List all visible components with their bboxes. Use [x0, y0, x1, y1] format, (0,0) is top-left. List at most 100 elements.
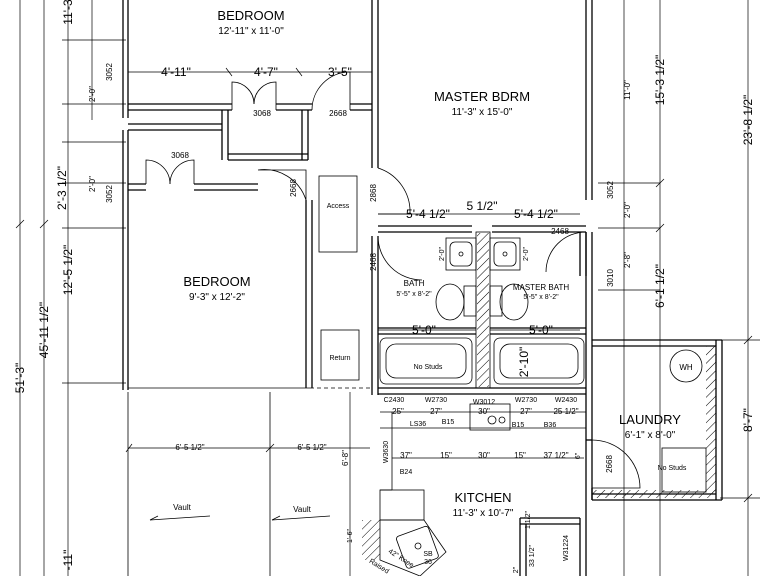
raised-label: Raised	[368, 558, 390, 576]
laundry-sink	[661, 447, 707, 493]
cab-c2430: C2430	[384, 397, 405, 404]
tub-dim-1: 5'-0"	[412, 323, 436, 337]
kdim-33-half: 33 1/2"	[529, 545, 536, 567]
master-bedroom-name: MASTER BDRM	[434, 89, 530, 104]
cab-w3630: W3630	[383, 441, 390, 463]
vault-label-1: Vault	[173, 503, 191, 512]
kdim-30-b: 30"	[478, 451, 490, 460]
plumbing-wall	[477, 233, 489, 387]
kdim-37-a: 37"	[400, 451, 412, 460]
water-heater-label: WH	[679, 363, 693, 372]
right-dim-5: 2'-0"	[623, 202, 632, 218]
master-bath-size: 5'-5" x 8'-2"	[523, 294, 559, 301]
door-label-2: 2668	[329, 109, 347, 118]
cab-w3012: W3012	[473, 399, 495, 406]
bedroom-2-size: 9'-3" x 12'-2"	[189, 292, 245, 303]
vault-dimension-lines	[125, 392, 370, 576]
left-dimension-lines	[15, 0, 126, 576]
kdim-30-a: 30"	[478, 407, 490, 416]
door-label-6: 2468	[369, 253, 378, 271]
kdim-27-b: 27"	[520, 407, 532, 416]
right-dim-1: 11'-0"	[623, 80, 632, 100]
kitchen-name: KITCHEN	[454, 490, 511, 505]
bedroom-1-name: BEDROOM	[217, 8, 284, 23]
laundry-wall-hatch	[706, 346, 716, 494]
left-dim-8: 3052	[105, 63, 114, 81]
kitchen-size: 11'-3" x 10'-7"	[453, 508, 514, 519]
kdim-37-half: 37 1/2"	[543, 451, 568, 460]
cab-b36: B36	[544, 422, 557, 429]
door-label-7: 2468	[551, 227, 569, 236]
left-dim-5: 51'-3"	[13, 363, 27, 394]
bath-name: BATH	[404, 279, 425, 288]
left-dim-6: -11"	[61, 550, 75, 571]
right-dim-4: 3052	[606, 181, 615, 199]
cab-b24: B24	[400, 469, 413, 476]
vault-dim-1: 6'-5 1/2"	[175, 443, 204, 452]
door-label-3: 3068	[171, 151, 189, 160]
left-dim-7: 2'-0"	[88, 86, 97, 102]
left-dim-1: 11'-3	[61, 0, 75, 25]
bedroom-2-name: BEDROOM	[183, 274, 250, 289]
bath-dimension-lines	[378, 213, 580, 331]
bath-dim-1: 5'-4 1/2"	[406, 207, 450, 221]
door-label-1: 3068	[253, 109, 271, 118]
top-dimension-lines	[128, 67, 372, 77]
kdim-1-6: 1'-6"	[347, 529, 354, 543]
kdim-15-b: 15"	[514, 451, 526, 460]
tub-dim-3: 2'-10"	[517, 347, 531, 378]
cab-w2430: W2430	[555, 397, 577, 404]
left-dim-10: 3052	[105, 185, 114, 203]
bath-toilet	[435, 283, 465, 321]
door-label-5: 2868	[369, 184, 378, 202]
master-bath-name: MASTER BATH	[513, 283, 570, 292]
cab-w2730-a: W2730	[425, 397, 447, 404]
bath-dim-2: 5 1/2"	[467, 199, 498, 213]
tub-dim-2: 5'-0"	[529, 323, 553, 337]
top-dim-1: 4'-11"	[161, 65, 191, 79]
laundry-wall-hatch-bottom	[592, 490, 716, 498]
top-dim-2: 4'-7"	[254, 65, 278, 79]
air-return-label: Return	[329, 355, 350, 362]
master-tub	[493, 337, 585, 385]
laundry-no-studs-1: No Studs	[658, 465, 687, 472]
right-dim-3: 23'-8 1/2"	[741, 95, 755, 146]
kdim-15-a: 15"	[440, 451, 452, 460]
attic-access	[318, 175, 358, 253]
vault-dim-2: 6'-5 1/2"	[297, 443, 326, 452]
vault-dim-3: 6'-8"	[341, 450, 350, 466]
door-label-4: 2668	[289, 179, 298, 197]
bath-dim-4: 2'-0"	[439, 247, 446, 261]
door-label-8: 2668	[605, 455, 614, 473]
bath-size: 5'-5" x 8'-2"	[396, 291, 432, 298]
kdim-1-half: 1 1/2"	[525, 510, 532, 529]
kitchen-cabinets	[362, 403, 586, 576]
kdim-25-half: 25 1/2"	[553, 407, 578, 416]
interior-walls	[128, 0, 593, 576]
water-heater	[669, 349, 703, 383]
right-dim-6: 2'-8"	[623, 252, 632, 268]
cab-b15-b: B15	[512, 422, 525, 429]
kdim-2: 2"	[513, 566, 520, 573]
left-dim-9: 2'-0"	[88, 176, 97, 192]
attic-access-label: Access	[327, 203, 350, 210]
master-toilet	[499, 283, 529, 321]
right-dim-7: 6'-1 1/2"	[653, 264, 667, 308]
cab-ls36: LS36	[410, 421, 426, 428]
no-studs-bath: No Studs	[414, 364, 443, 371]
bedroom-1-size: 12'-11" x 11'-0"	[218, 26, 284, 37]
sink-base-label: SB	[423, 551, 433, 558]
cab-w2730-b: W2730	[515, 397, 537, 404]
bath-dim-3: 5'-4 1/2"	[514, 207, 558, 221]
bath-tub	[379, 337, 473, 385]
bath-sink	[445, 237, 477, 271]
bath-dim-5: 2'-0"	[523, 247, 530, 261]
cab-b15-a: B15	[442, 419, 455, 426]
right-dim-9: 8'-7"	[741, 408, 755, 432]
air-return	[320, 329, 360, 381]
right-dimension-lines	[598, 0, 760, 576]
kdim-6: 6"	[575, 452, 582, 459]
right-dim-2: 15'-3 1/2"	[653, 55, 667, 106]
right-dim-8: 3010	[606, 269, 615, 287]
